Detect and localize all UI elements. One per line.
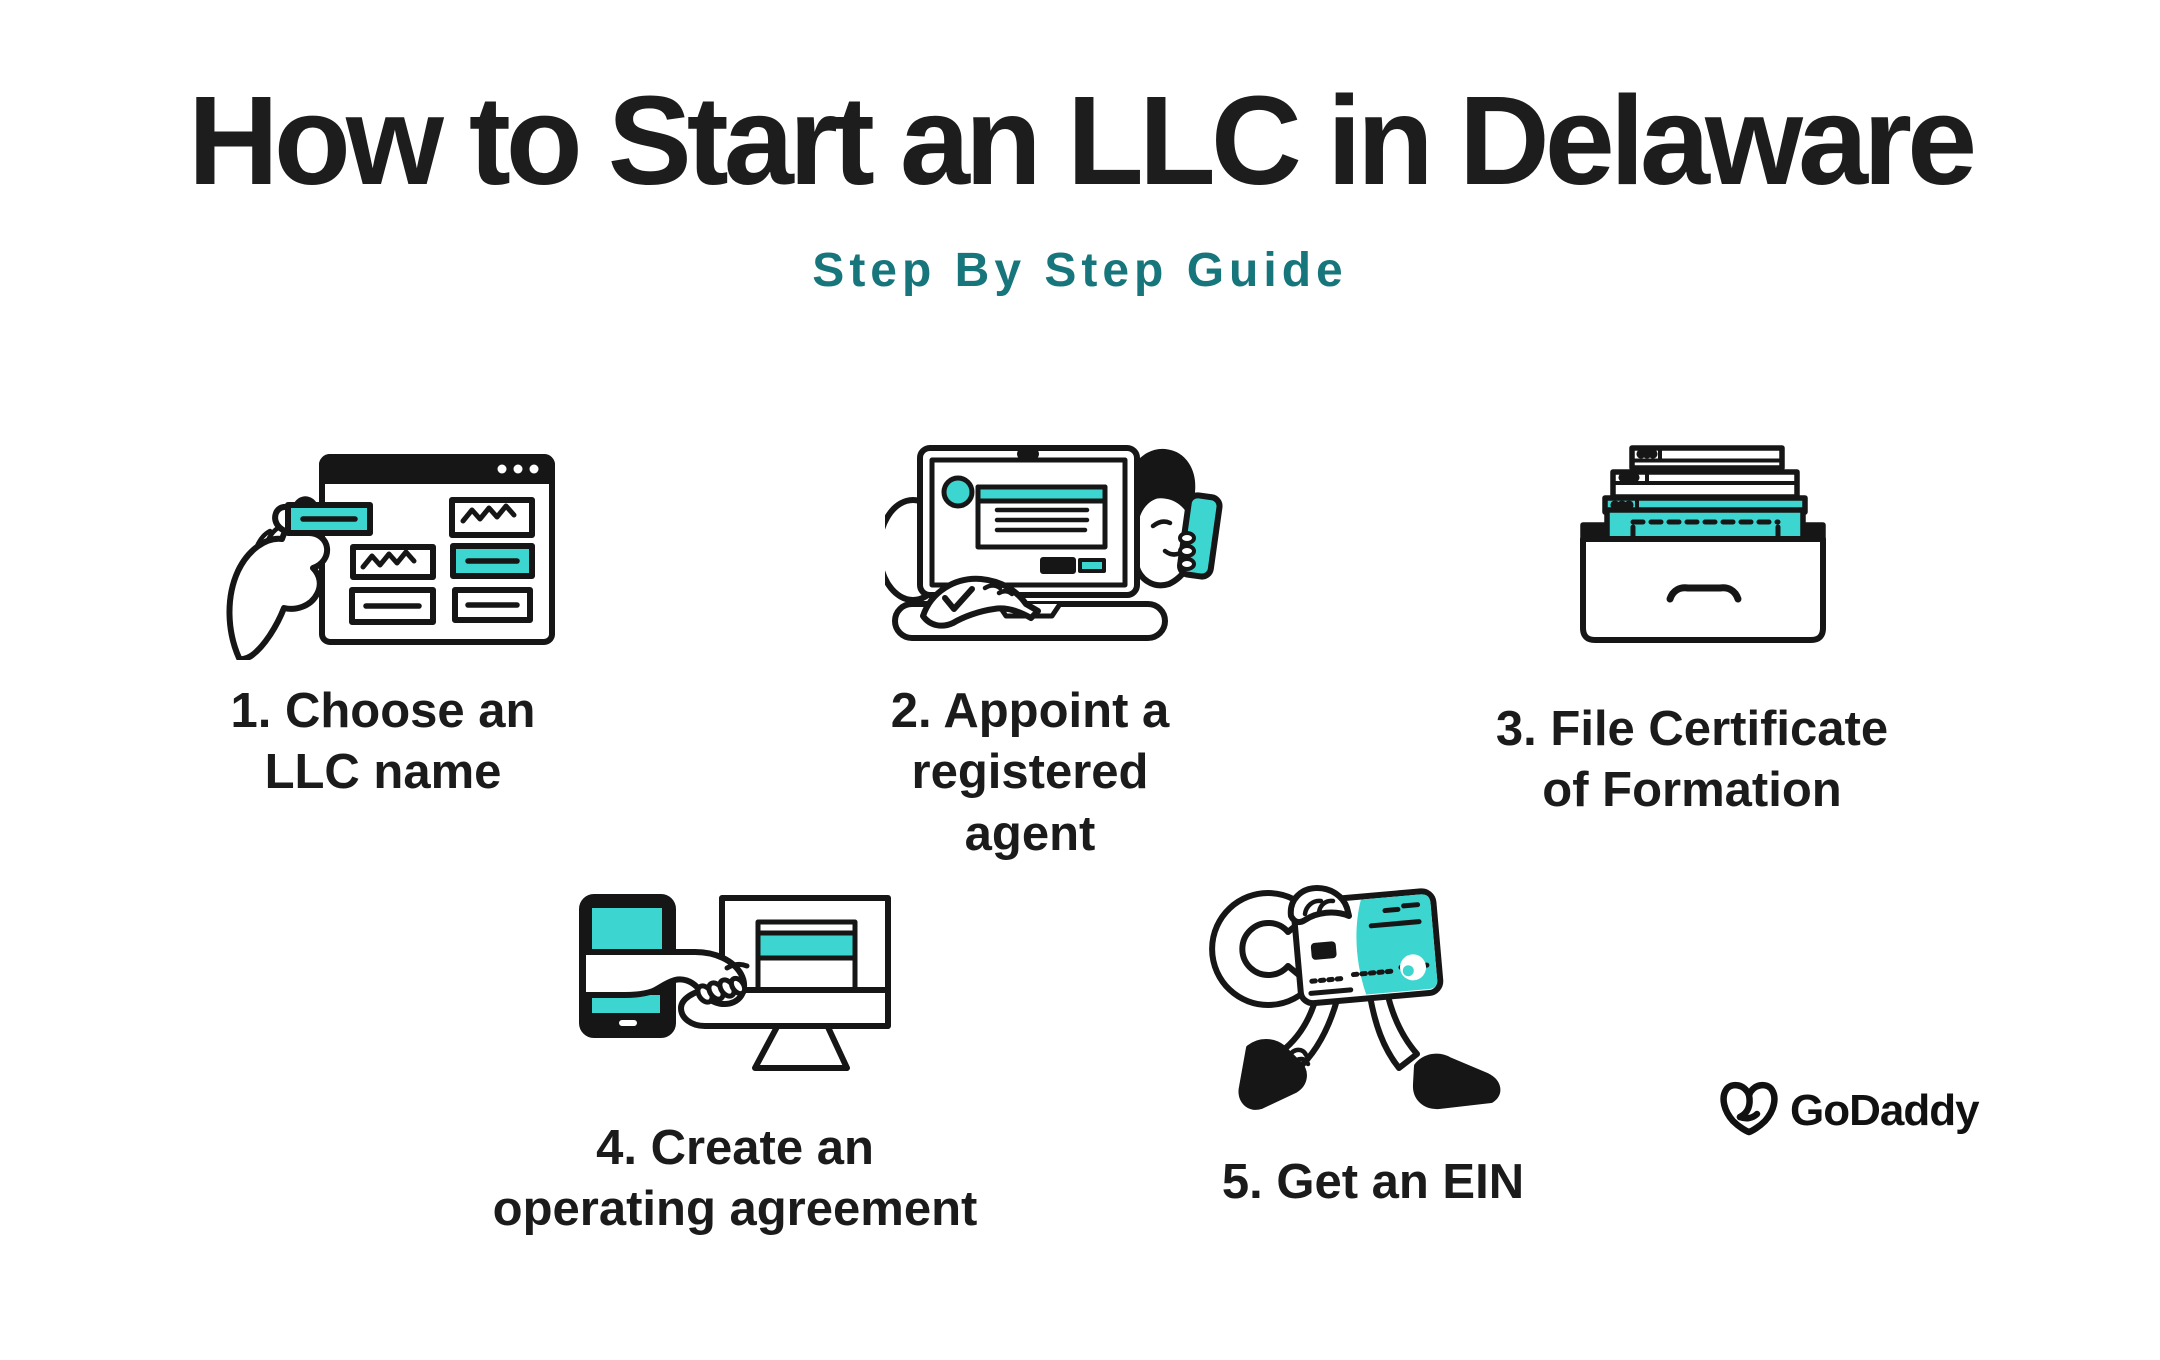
file-drawer-icon — [1580, 445, 1826, 643]
step-5-illustration — [1205, 882, 1505, 1122]
step-3-illustration — [1578, 443, 1828, 643]
step-5-label: 5. Get an EIN — [1221, 1155, 1525, 1209]
page-subtitle: Step By Step Guide — [812, 244, 1348, 297]
godaddy-wordmark: GoDaddy — [1790, 1086, 1980, 1135]
step-3-label: 3. File Certificate of Formation — [1495, 702, 1889, 818]
step-2-label: 2. Appoint a registered agent — [890, 684, 1170, 861]
step-4-illustration — [575, 890, 895, 1075]
handshake-devices-icon — [579, 894, 891, 1071]
walking-credit-card-icon — [1209, 885, 1501, 1110]
step-1-label: 1. Choose an LLC name — [230, 684, 536, 800]
step-2-illustration — [885, 438, 1230, 653]
godaddy-logo: GoDaddy — [1718, 1078, 1998, 1140]
step-4-label: 4. Create an operating agreement — [492, 1121, 978, 1237]
browser-hand-icon — [226, 454, 555, 660]
godaddy-heart-icon — [1720, 1081, 1778, 1136]
laptop-person-icon — [885, 445, 1223, 641]
step-1-illustration — [225, 445, 555, 660]
page-title: How to Start an LLC in Delaware — [187, 70, 1977, 211]
